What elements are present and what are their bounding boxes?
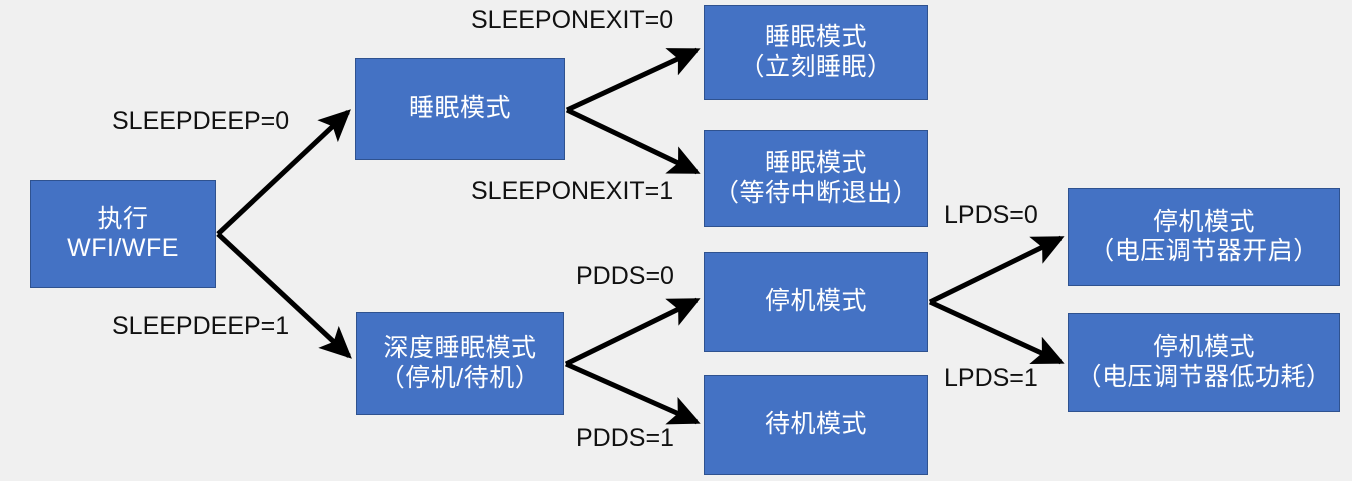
node-label-line2: （停机/待机） <box>379 363 541 392</box>
node-execute-wfi-wfe[interactable]: 执行 WFI/WFE <box>30 180 216 288</box>
edge-deepsleep-to-standby <box>564 361 701 425</box>
edge-label-lpds-0: LPDS=0 <box>944 201 1038 229</box>
node-sleep-mode-on-exit[interactable]: 睡眠模式 （等待中断退出） <box>704 130 928 227</box>
edge-stop-to-stopon <box>928 235 1065 305</box>
node-label-line2: （电压调节器开启） <box>1089 237 1319 265</box>
node-label-line1: 睡眠模式 <box>408 94 511 123</box>
edge-label-sleeponexit-0: SLEEPONEXIT=0 <box>471 6 674 34</box>
edge-label-pdds-1: PDDS=1 <box>576 424 674 452</box>
edge-sleep-to-sleepexit <box>565 107 701 175</box>
node-label-line2: （电压调节器低功耗） <box>1076 362 1332 391</box>
node-label-line2: WFI/WFE <box>67 234 179 262</box>
edge-label-sleepdeep-0: SLEEPDEEP=0 <box>112 107 290 135</box>
edge-wfi-to-sleep <box>216 109 351 236</box>
edge-label-sleeponexit-1: SLEEPONEXIT=1 <box>471 177 674 205</box>
node-label-line1: 睡眠模式 <box>764 23 867 51</box>
node-label-line2: （立刻睡眠） <box>739 52 893 81</box>
node-stop-mode-regulator-low-power[interactable]: 停机模式 （电压调节器低功耗） <box>1068 313 1340 412</box>
edge-deepsleep-to-stop <box>564 297 701 367</box>
node-label-line1: 深度睡眠模式 <box>383 334 537 362</box>
node-label-line1: 执行 <box>97 204 149 233</box>
node-standby-mode[interactable]: 待机模式 <box>704 375 928 475</box>
node-label-line1: 睡眠模式 <box>764 149 867 177</box>
node-sleep-mode-immediate[interactable]: 睡眠模式 （立刻睡眠） <box>704 5 928 100</box>
node-label-line1: 停机模式 <box>764 287 867 316</box>
edge-stop-to-stoplp <box>928 299 1065 365</box>
edge-label-pdds-0: PDDS=0 <box>576 262 674 290</box>
edge-sleep-to-sleepnow <box>565 47 701 113</box>
node-label-line1: 停机模式 <box>1152 207 1255 236</box>
edge-wfi-to-deepsleep <box>216 232 352 359</box>
node-label-line2: （等待中断退出） <box>713 178 918 207</box>
edge-label-lpds-1: LPDS=1 <box>944 364 1038 392</box>
node-stop-mode[interactable]: 停机模式 <box>704 252 928 352</box>
node-label-line1: 停机模式 <box>1152 333 1255 361</box>
node-stop-mode-regulator-on[interactable]: 停机模式 （电压调节器开启） <box>1068 188 1340 286</box>
node-label-line1: 待机模式 <box>764 410 867 439</box>
node-sleep-mode[interactable]: 睡眠模式 <box>355 58 565 160</box>
node-deep-sleep-mode[interactable]: 深度睡眠模式 （停机/待机） <box>356 312 564 415</box>
edge-label-sleepdeep-1: SLEEPDEEP=1 <box>112 312 290 340</box>
